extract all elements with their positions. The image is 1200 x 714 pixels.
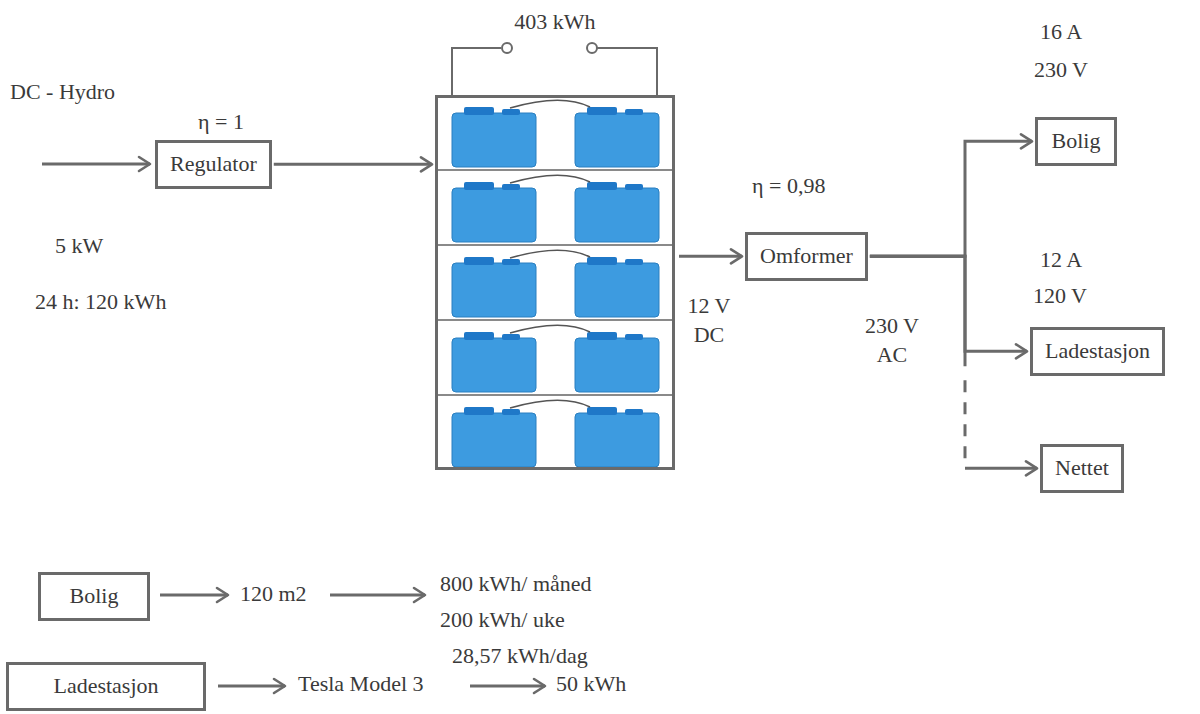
flow-arrow: [330, 594, 425, 597]
connector-line: [679, 255, 742, 258]
shelf-line: [437, 244, 673, 246]
battery-terminal: [502, 334, 520, 340]
connector-line: [964, 380, 967, 468]
shelf-line: [437, 319, 673, 321]
cell-link: [510, 325, 590, 333]
box-label: Nettet: [1055, 454, 1109, 483]
battery-bank: 403 kWh: [435, 95, 675, 470]
shelf-line: [437, 169, 673, 171]
battery-terminal: [625, 409, 643, 415]
annotation: Tesla Model 3: [298, 670, 424, 699]
house-box: Bolig: [1035, 117, 1117, 166]
box-label: Omformer: [760, 242, 853, 271]
regulator-box: Regulator: [155, 140, 272, 189]
flow-arrow: [160, 594, 228, 597]
annotation: 50 kWh: [556, 670, 626, 699]
inverter-box: Omformer: [745, 232, 868, 281]
annotation: 120 m2: [240, 580, 307, 609]
terminal-wire: [452, 48, 501, 95]
annotation: 12 A: [1040, 246, 1082, 275]
battery-cells: [437, 100, 673, 467]
battery-cell: [575, 188, 659, 242]
battery-cell: [575, 263, 659, 317]
annotation: η = 0,98: [752, 172, 825, 201]
grid-box: Nettet: [1040, 444, 1124, 493]
annotation: 230 V AC: [856, 312, 928, 369]
battery-terminal: [587, 332, 617, 340]
box-label: Bolig: [1052, 127, 1101, 156]
annotation: 16 A: [1040, 18, 1082, 47]
annotation: 24 h: 120 kWh: [35, 288, 166, 317]
battery-terminal: [502, 259, 520, 265]
cell-link: [510, 100, 590, 108]
annotation: 200 kWh/ uke: [440, 606, 565, 635]
battery-terminal: [625, 184, 643, 190]
cell-link: [510, 175, 590, 183]
battery-terminal: [464, 107, 494, 115]
battery-terminal: [464, 257, 494, 265]
box-label: Regulator: [170, 150, 257, 179]
battery-terminal: [587, 257, 617, 265]
cell-link: [510, 250, 590, 258]
battery-terminal: [464, 407, 494, 415]
annotation: η = 1: [198, 108, 244, 137]
flow-connector: [274, 164, 432, 165]
battery-cell: [575, 413, 659, 467]
battery-cell: [452, 263, 536, 317]
connector-line: [965, 467, 1037, 470]
annotation: 230 V: [1034, 56, 1088, 85]
terminal-wire: [597, 48, 657, 95]
battery-terminal: [587, 407, 617, 415]
battery-cell: [575, 338, 659, 392]
house-box: Bolig: [38, 572, 150, 621]
battery-cell: [452, 338, 536, 392]
flow-arrow: [218, 685, 285, 688]
battery-terminal: [502, 109, 520, 115]
annotation: 800 kWh/ måned: [440, 570, 592, 599]
box-label: Ladestasjon: [53, 672, 158, 701]
flow-connector: [870, 141, 1032, 256]
terminal: [587, 43, 597, 53]
box-label: Bolig: [70, 582, 119, 611]
connector-line: [274, 163, 432, 166]
battery-cell: [575, 113, 659, 167]
shelf-line: [437, 394, 673, 396]
battery-terminal: [502, 409, 520, 415]
battery-cell: [452, 113, 536, 167]
annotation: 5 kW: [55, 232, 103, 261]
battery-cell: [452, 413, 536, 467]
annotation: DC - Hydro: [10, 78, 115, 107]
annotation: 12 V DC: [678, 292, 740, 349]
battery-terminal: [464, 182, 494, 190]
box-label: Ladestasjon: [1045, 337, 1150, 366]
cell-link: [510, 400, 590, 408]
annotation: 28,57 kWh/dag: [452, 642, 588, 671]
input-arrow: [42, 163, 150, 166]
battery-terminal: [625, 109, 643, 115]
battery-terminal: [625, 259, 643, 265]
flow-arrow: [470, 685, 545, 688]
battery-terminal: [587, 182, 617, 190]
battery-terminal: [464, 332, 494, 340]
charger-box: Ladestasjon: [1030, 327, 1165, 376]
battery-terminal: [502, 184, 520, 190]
battery-terminal: [625, 334, 643, 340]
battery-cell: [452, 188, 536, 242]
battery-terminal: [587, 107, 617, 115]
flow-connector: [679, 256, 742, 257]
charger-box: Ladestasjon: [6, 662, 206, 711]
terminal: [502, 43, 512, 53]
connector-line: [870, 141, 1032, 256]
annotation: 120 V: [1033, 282, 1087, 311]
capacity-label: 403 kWh: [438, 8, 672, 37]
